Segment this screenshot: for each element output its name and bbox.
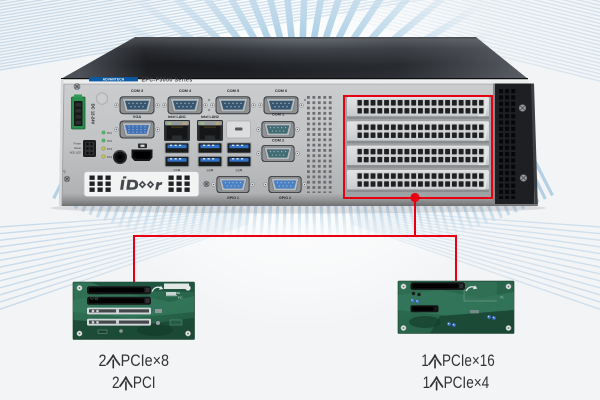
svg-text:SS⇆: SS⇆ <box>174 169 181 173</box>
svg-text:FC: FC <box>178 296 183 300</box>
svg-text:COM 3: COM 3 <box>131 88 144 93</box>
svg-text:PCIe×16: PCIe×16 <box>442 352 495 371</box>
svg-text:d△: d△ <box>500 295 505 299</box>
svg-text:RX3: RX3 <box>107 147 113 151</box>
svg-text:SS⇆: SS⇆ <box>207 169 214 173</box>
svg-text:COM 6: COM 6 <box>275 88 288 93</box>
svg-text:PCIe×8: PCIe×8 <box>121 352 169 370</box>
svg-text:GPIO 2: GPIO 2 <box>279 196 291 200</box>
svg-text:2: 2 <box>112 374 120 393</box>
svg-text:RX2: RX2 <box>107 139 113 143</box>
svg-text:COM 1: COM 1 <box>272 111 285 116</box>
svg-text:Intel LAN2: Intel LAN2 <box>201 115 219 119</box>
svg-text:ADVANTECH: ADVANTECH <box>103 78 125 82</box>
svg-text:EPC-P3000 Series: EPC-P3000 Series <box>142 77 193 83</box>
svg-text:RX1: RX1 <box>107 131 113 135</box>
svg-text:COM 4: COM 4 <box>179 88 192 93</box>
svg-text:1: 1 <box>423 374 431 393</box>
svg-text:SS⇆: SS⇆ <box>236 169 243 173</box>
svg-text:RX4: RX4 <box>107 155 113 159</box>
svg-text:PCIe×4: PCIe×4 <box>444 374 490 393</box>
svg-text:Intel LAN1: Intel LAN1 <box>168 115 186 119</box>
svg-text:DC 12-24V: DC 12-24V <box>91 104 96 125</box>
svg-text:GPIO 1: GPIO 1 <box>227 196 239 200</box>
svg-text:HDD LED: HDD LED <box>70 151 82 155</box>
svg-text:1: 1 <box>421 352 428 371</box>
svg-text:Power: Power <box>74 142 81 146</box>
svg-text:VGA: VGA <box>133 114 142 119</box>
svg-text:Reset: Reset <box>74 146 81 150</box>
svg-text:2: 2 <box>99 352 107 370</box>
svg-text:PCI: PCI <box>133 374 156 393</box>
svg-text:COM 2: COM 2 <box>272 138 285 143</box>
svg-text:COM 5: COM 5 <box>227 88 240 93</box>
svg-text:⚲: ⚲ <box>63 169 66 174</box>
